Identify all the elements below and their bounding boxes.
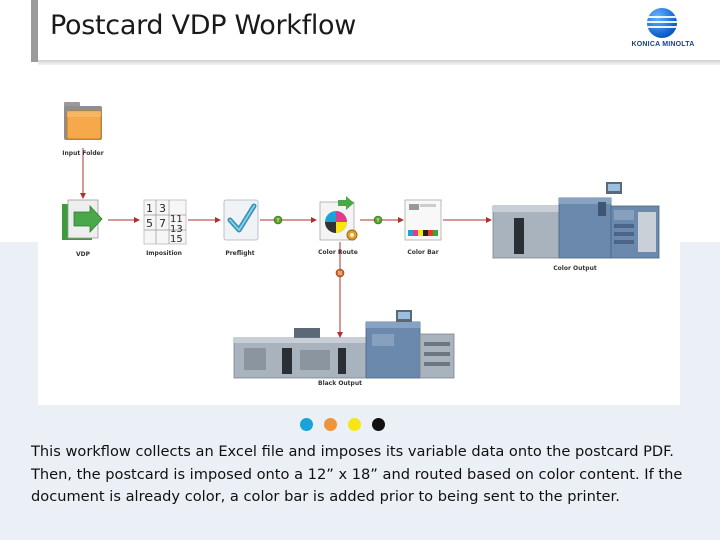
node-label-input-folder: Input Folder — [62, 150, 104, 157]
cyan-dot — [300, 418, 313, 431]
arrowhead — [337, 332, 343, 338]
node-label-vdp: VDP — [75, 251, 91, 258]
slide-caption: This workflow collects an Excel file and… — [31, 443, 683, 505]
production-printer-icon — [233, 310, 455, 379]
header-divider — [38, 60, 720, 65]
globe-icon — [647, 8, 677, 38]
yes-marker-1: Y — [273, 215, 283, 225]
imposition-number: 3 — [159, 202, 166, 215]
node-label-color-output: Color Output — [553, 265, 597, 272]
imposition-number: 11 — [170, 214, 183, 225]
imposition-number: 5 — [146, 217, 153, 230]
node-label-color-route: Color Route — [318, 249, 358, 256]
yes-marker-text: Y — [275, 218, 280, 224]
no-marker: N — [335, 268, 345, 278]
workflow-canvas: Y Y N 1 3 — [62, 102, 660, 379]
logo-wordmark: KONICA MINOLTA — [631, 41, 695, 48]
checkmark-icon — [223, 199, 259, 241]
imposition-number: 13 — [170, 224, 183, 235]
node-label-imposition: Imposition — [146, 250, 182, 257]
arrowhead — [486, 217, 492, 223]
color-bar-icon — [404, 199, 442, 241]
node-label-preflight: Preflight — [225, 250, 255, 257]
no-marker-text: N — [338, 271, 342, 277]
arrowhead — [134, 217, 140, 223]
workflow-diagram: Y Y N 1 3 — [38, 72, 680, 405]
yes-marker-text: Y — [375, 218, 380, 224]
color-route-icon — [319, 196, 358, 241]
slide-header: Postcard VDP Workflow KONICA MINOLTA — [0, 0, 720, 62]
yes-marker-2: Y — [373, 215, 383, 225]
node-label-color-bar: Color Bar — [407, 249, 439, 256]
arrowhead — [215, 217, 221, 223]
brand-logo: KONICA MINOLTA — [630, 8, 696, 54]
yellow-dot — [348, 418, 361, 431]
folder-icon — [64, 102, 102, 140]
connector-arrows — [80, 193, 492, 338]
arrowhead — [80, 193, 86, 199]
black-dot — [372, 418, 385, 431]
arrowhead — [311, 217, 317, 223]
orange-dot — [324, 418, 337, 431]
imposition-number: 15 — [170, 234, 183, 245]
arrowhead — [398, 217, 404, 223]
slide-title: Postcard VDP Workflow — [50, 10, 357, 41]
imposition-number: 1 — [146, 202, 153, 215]
imposition-grid-icon: 1 3 5 7 11 13 15 — [143, 199, 187, 245]
node-label-black-output: Black Output — [318, 380, 362, 387]
progress-dots — [300, 418, 390, 432]
connectors — [82, 148, 491, 337]
header-accent-bar — [31, 0, 38, 62]
imposition-number: 7 — [159, 217, 166, 230]
color-printer-icon — [492, 182, 660, 259]
vdp-document-icon — [62, 199, 103, 240]
